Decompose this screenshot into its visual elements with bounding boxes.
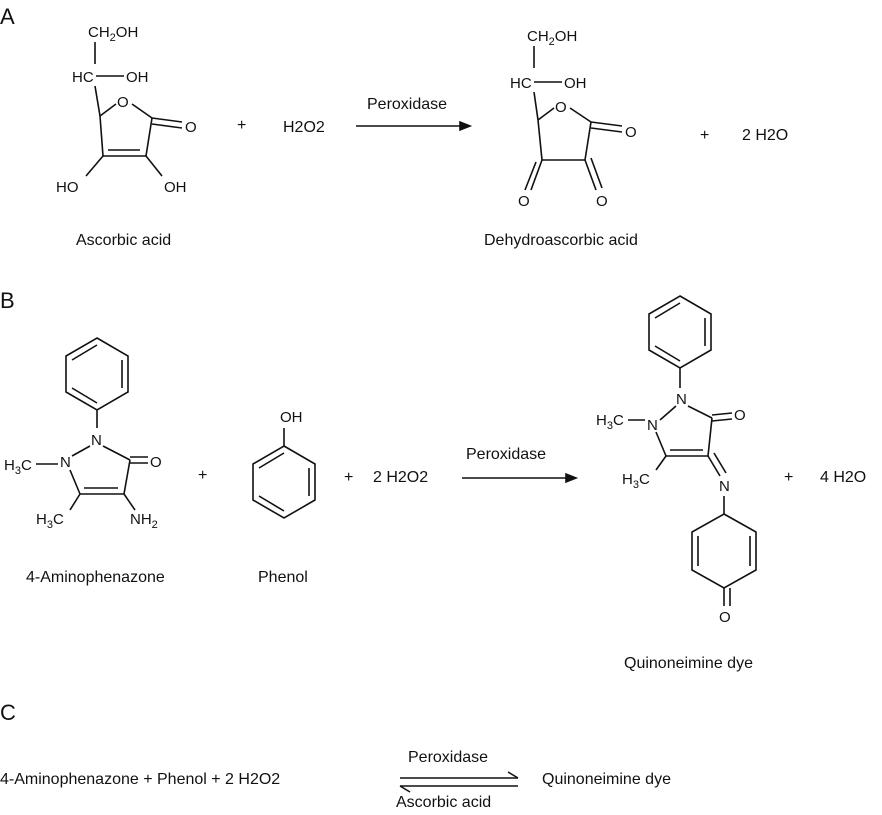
- water-label-a: 2 H2O: [742, 127, 789, 144]
- svg-text:H3C: H3C: [622, 471, 650, 491]
- svg-text:HC: HC: [72, 69, 94, 86]
- svg-text:N: N: [719, 478, 730, 495]
- peroxidase-label-a: Peroxidase: [367, 96, 448, 113]
- svg-text:N: N: [647, 417, 658, 434]
- panel-letter-a: A: [0, 4, 15, 29]
- svg-text:OH: OH: [280, 409, 303, 426]
- dehydroascorbic-acid-label: Dehydroascorbic acid: [484, 232, 638, 249]
- panel-c-reverse-label: Ascorbic acid: [396, 794, 492, 811]
- svg-text:O: O: [117, 94, 129, 111]
- svg-text:OH: OH: [564, 75, 587, 92]
- h2o2-label-b: 2 H2O2: [373, 469, 429, 486]
- aminophenazone-structure: N N O H3C H3C NH2: [4, 337, 162, 531]
- aminophenazone-label: 4-Aminophenazone: [26, 569, 165, 586]
- svg-text:O: O: [150, 454, 162, 471]
- phenol-label: Phenol: [258, 569, 308, 586]
- phenol-structure: OH: [252, 409, 316, 519]
- svg-text:O: O: [555, 99, 567, 116]
- svg-text:O: O: [596, 193, 608, 210]
- svg-text:CH2OH: CH2OH: [88, 24, 138, 44]
- ascorbic-acid-label: Ascorbic acid: [76, 232, 172, 249]
- panel-c-product: Quinoneimine dye: [542, 771, 671, 788]
- ascorbic-acid-structure: CH2OH HC OH O O HO OH: [56, 24, 197, 196]
- svg-text:O: O: [734, 407, 746, 424]
- plus-sign: +: [344, 469, 354, 486]
- svg-text:N: N: [60, 454, 71, 471]
- svg-text:H3C: H3C: [36, 511, 64, 531]
- svg-text:O: O: [185, 119, 197, 136]
- svg-text:N: N: [91, 432, 102, 449]
- svg-text:OH: OH: [126, 69, 149, 86]
- svg-text:HO: HO: [56, 179, 79, 196]
- quinoneimine-dye-structure: N N O H3C H3C N O: [596, 295, 757, 626]
- dehydroascorbic-acid-structure: CH2OH HC OH O O O O: [510, 28, 637, 210]
- svg-text:H3C: H3C: [596, 412, 624, 432]
- svg-text:O: O: [518, 193, 530, 210]
- svg-text:CH2OH: CH2OH: [527, 28, 577, 48]
- equilibrium-arrows: [399, 771, 519, 793]
- peroxidase-label-b: Peroxidase: [466, 446, 547, 463]
- plus-sign: +: [784, 469, 794, 486]
- svg-text:N: N: [676, 391, 687, 408]
- plus-sign: +: [700, 127, 710, 144]
- svg-text:O: O: [719, 609, 731, 626]
- svg-text:OH: OH: [164, 179, 187, 196]
- plus-sign: +: [237, 117, 247, 134]
- panel-letter-b: B: [0, 288, 15, 313]
- svg-text:HC: HC: [510, 75, 532, 92]
- plus-sign: +: [198, 467, 208, 484]
- panel-letter-c: C: [0, 700, 16, 725]
- panel-c-forward-label: Peroxidase: [408, 749, 489, 766]
- h2o2-label: H2O2: [283, 119, 325, 136]
- svg-text:O: O: [625, 124, 637, 141]
- svg-text:NH2: NH2: [130, 511, 158, 531]
- svg-text:H3C: H3C: [4, 457, 32, 477]
- water-label-b: 4 H2O: [820, 469, 867, 486]
- panel-c-equation-left: 4-Aminophenazone + Phenol + 2 H2O2: [0, 771, 281, 788]
- quinoneimine-dye-label: Quinoneimine dye: [624, 655, 753, 672]
